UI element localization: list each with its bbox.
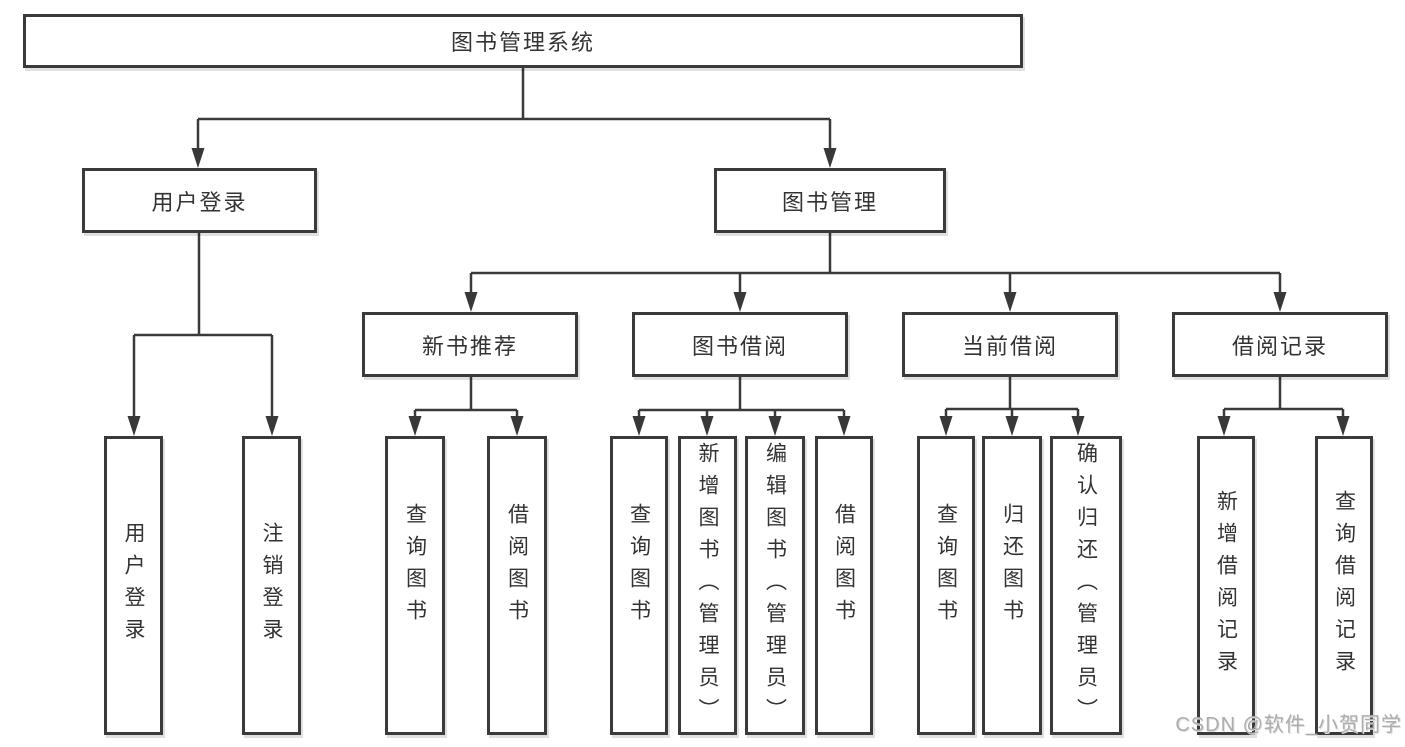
leaf-query-books-1: 查询图书: [385, 436, 445, 735]
node-book-management: 图书管理: [714, 168, 946, 233]
node-label: 查询图书: [627, 502, 651, 631]
connector-current-borrowing: [944, 377, 1080, 419]
connector-new-book-recommend: [413, 377, 519, 419]
connector-book-management: [469, 233, 1282, 295]
node-label: 确认归还（管理员）: [1074, 441, 1098, 730]
leaf-logout: 注销登录: [242, 436, 301, 735]
leaf-user-login: 用户登录: [104, 436, 163, 735]
connector-user-login: [132, 233, 274, 419]
node-user-login: 用户登录: [82, 168, 317, 233]
node-label: 新增图书（管理员）: [696, 441, 719, 730]
leaf-return-books: 归还图书: [982, 436, 1042, 735]
leaf-add-book-admin: 新增图书（管理员）: [678, 436, 737, 735]
leaf-add-borrow-record: 新增借阅记录: [1197, 436, 1255, 735]
node-label: 归还图书: [1000, 502, 1024, 631]
node-book-borrowing: 图书借阅: [632, 312, 848, 377]
node-label: 当前借阅: [961, 333, 1059, 359]
node-label: 用户登录: [151, 189, 248, 215]
node-label: 用户登录: [122, 521, 145, 650]
connector-book-borrowing: [637, 377, 846, 419]
leaf-query-borrow-record: 查询借阅记录: [1315, 436, 1373, 735]
connector-root: [196, 68, 832, 151]
leaf-edit-book-admin: 编辑图书（管理员）: [745, 436, 805, 735]
node-new-book-recommend: 新书推荐: [362, 312, 578, 377]
csdn-watermark: CSDN @软件_小贺同学: [1175, 714, 1402, 736]
node-label: 查询图书: [403, 502, 427, 631]
node-label: 图书借阅: [691, 333, 789, 359]
node-label: 图书管理系统: [450, 30, 596, 55]
node-borrowing-records: 借阅记录: [1172, 312, 1388, 377]
leaf-query-books-2: 查询图书: [610, 436, 668, 735]
node-label: 图书管理: [781, 189, 879, 215]
node-label: 借阅图书: [832, 502, 856, 631]
node-library-system: 图书管理系统: [23, 14, 1023, 68]
node-label: 查询借阅记录: [1332, 489, 1356, 682]
leaf-query-books-3: 查询图书: [917, 436, 975, 735]
leaf-confirm-return-admin: 确认归还（管理员）: [1050, 436, 1122, 735]
node-label: 借阅图书: [505, 502, 529, 631]
leaf-borrow-books-1: 借阅图书: [487, 436, 547, 735]
node-label: 查询图书: [934, 502, 958, 631]
node-label: 注销登录: [260, 521, 283, 650]
node-label: 编辑图书（管理员）: [763, 441, 787, 730]
node-label: 新增借阅记录: [1214, 489, 1238, 682]
connector-borrowing-records: [1222, 377, 1345, 419]
leaf-borrow-books-2: 借阅图书: [815, 436, 873, 735]
node-label: 新书推荐: [421, 333, 519, 359]
node-label: 借阅记录: [1231, 333, 1329, 359]
node-current-borrowing: 当前借阅: [902, 312, 1118, 377]
